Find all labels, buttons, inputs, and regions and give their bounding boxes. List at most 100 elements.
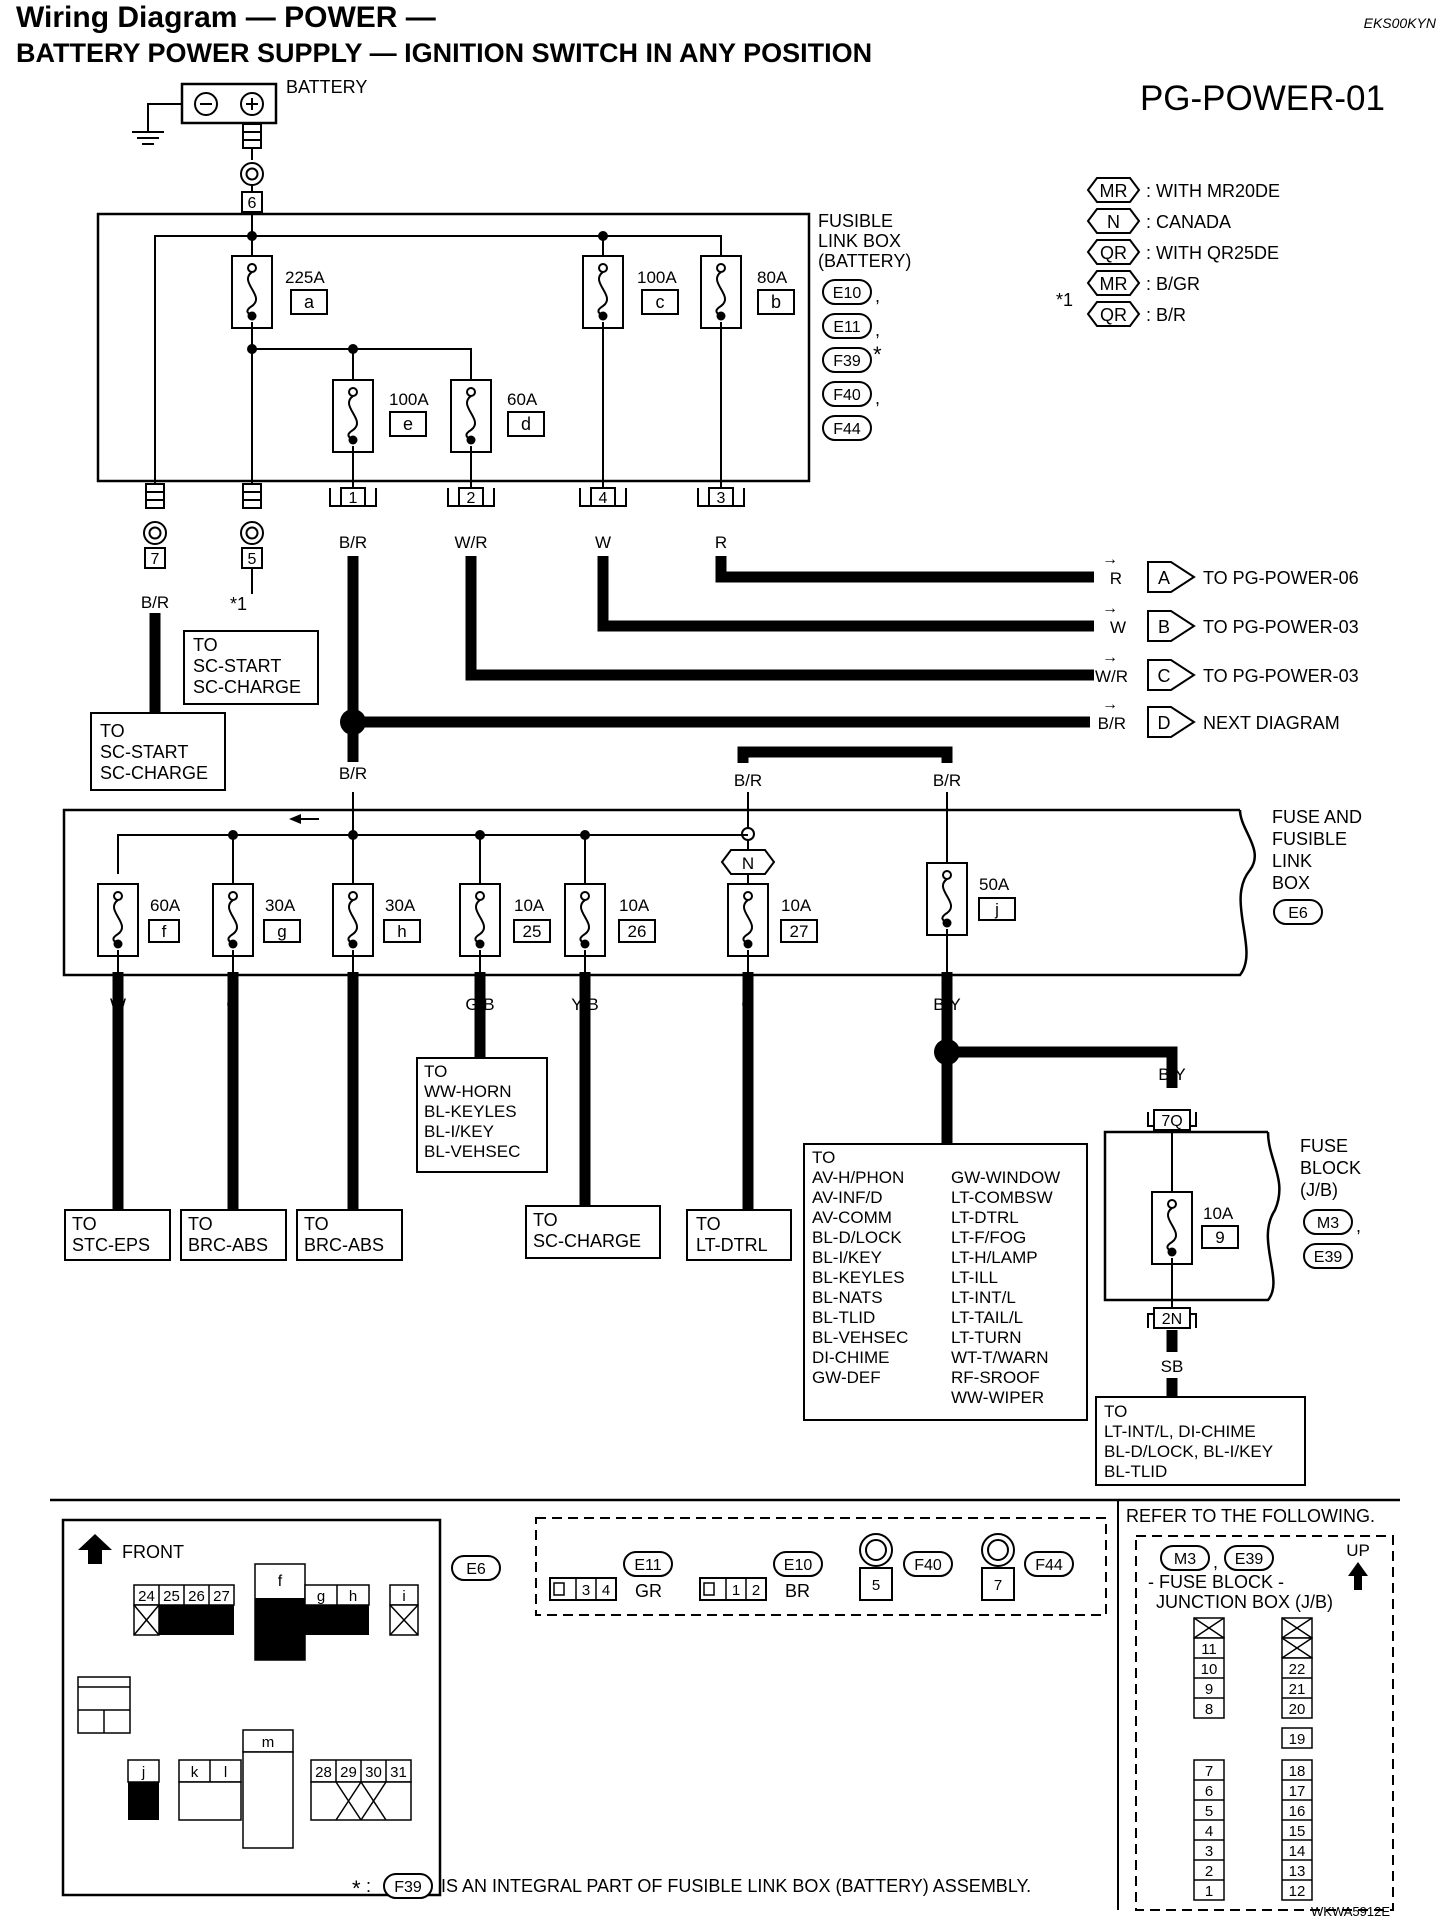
connector-pin: 1 [329, 487, 377, 507]
svg-text:W: W [1110, 618, 1126, 637]
svg-text:UP: UP [1346, 1541, 1370, 1560]
svg-text:4: 4 [1205, 1823, 1213, 1840]
svg-text:8: 8 [1205, 1701, 1213, 1718]
page-id: PG-POWER-01 [1140, 79, 1385, 118]
svg-text:C: C [1158, 666, 1171, 686]
fuse: 30A g [212, 883, 301, 957]
connector-tag: E39 [1303, 1243, 1353, 1269]
svg-text:WW-WIPER: WW-WIPER [951, 1388, 1044, 1407]
svg-text:W/R: W/R [1095, 667, 1128, 686]
legend: MR : WITH MR20DE N : CANADA QR : WITH QR… [1056, 177, 1280, 327]
svg-text:TO: TO [812, 1148, 835, 1167]
svg-text:FRONT: FRONT [122, 1542, 184, 1562]
legend-text: : B/R [1146, 305, 1186, 325]
svg-text:h: h [349, 1588, 357, 1605]
svg-text:,: , [875, 320, 880, 340]
svg-text:10: 10 [1201, 1661, 1218, 1678]
svg-text:3: 3 [582, 1582, 590, 1599]
ground-icon [132, 103, 182, 145]
wire-color: G [226, 995, 239, 1014]
svg-text:24: 24 [138, 1588, 155, 1605]
legend-text: : WITH MR20DE [1146, 181, 1280, 201]
svg-text:*: * [873, 342, 882, 367]
svg-text:BLOCK: BLOCK [1300, 1158, 1361, 1178]
svg-text:f: f [162, 922, 167, 941]
svg-text:WW-HORN: WW-HORN [424, 1082, 512, 1101]
fuse: 50A j [926, 862, 1016, 936]
svg-text:BL-TLID: BL-TLID [812, 1308, 875, 1327]
svg-text:3: 3 [1205, 1843, 1213, 1860]
fuse-amp: 80A [757, 268, 788, 287]
wire-color: B/R [339, 764, 367, 783]
svg-text:27: 27 [213, 1588, 230, 1605]
fuse-id: c [656, 292, 665, 312]
svg-text:BL-KEYLES: BL-KEYLES [424, 1102, 517, 1121]
svg-text:19: 19 [1289, 1731, 1306, 1748]
fusible-link-box: 225A a 100A c 80A b 100A e 60 [96, 211, 911, 490]
svg-text:RF-SROOF: RF-SROOF [951, 1368, 1040, 1387]
svg-text:l: l [224, 1764, 227, 1781]
svg-text:j: j [141, 1764, 145, 1781]
svg-text:SC-START: SC-START [193, 656, 281, 676]
svg-text:k: k [191, 1764, 199, 1781]
battery: BATTERY [180, 77, 367, 125]
connector-f40: 5 F40 [859, 1533, 953, 1601]
svg-text:10A: 10A [781, 896, 812, 915]
svg-text:→: → [1102, 600, 1118, 617]
svg-text:BR: BR [785, 1581, 810, 1601]
fuse-amp: 225A [285, 268, 325, 287]
svg-text:GW-DEF: GW-DEF [812, 1368, 881, 1387]
svg-text:BL-TLID: BL-TLID [1104, 1462, 1167, 1481]
legend-item: MR : WITH MR20DE [1086, 177, 1280, 203]
fuse-amp: 100A [637, 268, 677, 287]
svg-text:B: B [1158, 617, 1170, 637]
fuse: 100A c [582, 255, 679, 329]
destination-box: TO LT-DTRL [686, 1209, 792, 1261]
svg-text:E39: E39 [1235, 1551, 1264, 1568]
svg-text:10A: 10A [514, 896, 545, 915]
jb-column-right-bottom: 18 17 16 15 14 13 12 [1281, 1759, 1313, 1901]
wire-color: G [741, 995, 754, 1014]
connector-tag: E6 [1273, 899, 1323, 925]
svg-text:7: 7 [1205, 1763, 1213, 1780]
connector-tag: F39 * [822, 342, 882, 373]
svg-text:4: 4 [599, 490, 608, 507]
svg-text:TO: TO [72, 1214, 97, 1234]
svg-text:28: 28 [315, 1764, 332, 1781]
svg-text:SC-START: SC-START [100, 742, 188, 762]
svg-text:10A: 10A [1203, 1204, 1234, 1223]
svg-text:2: 2 [1205, 1863, 1213, 1880]
svg-text:BL-D/LOCK: BL-D/LOCK [812, 1228, 902, 1247]
connector-views: E11 3 4 GR E10 1 2 BR 5 F40 [535, 1517, 1107, 1616]
svg-text:17: 17 [1289, 1783, 1306, 1800]
svg-text:LT-TAIL/L: LT-TAIL/L [951, 1308, 1023, 1327]
legend-code: N [1107, 212, 1120, 232]
svg-text:BOX: BOX [1272, 873, 1310, 893]
wire-color: W/R [454, 533, 487, 552]
fuse-amp: 60A [507, 390, 538, 409]
svg-text:GW-WINDOW: GW-WINDOW [951, 1168, 1060, 1187]
fusible-link-box-title: LINK BOX [818, 231, 901, 251]
connector-tag: E6 [451, 1555, 501, 1581]
jb-column-right-top: 22 21 20 19 [1281, 1617, 1313, 1749]
svg-text:5: 5 [872, 1577, 880, 1594]
svg-text:SC-CHARGE: SC-CHARGE [193, 677, 301, 697]
svg-text:FUSE AND: FUSE AND [1272, 807, 1362, 827]
connector-f44: 7 F44 [981, 1533, 1074, 1601]
svg-text:GR: GR [635, 1581, 662, 1601]
fuse: 225A a [231, 255, 328, 329]
stud-label: 7 [151, 551, 160, 568]
star-note: *1 [230, 594, 247, 614]
fusible-link-box-title: FUSIBLE [818, 211, 893, 231]
svg-text:TO: TO [1104, 1402, 1127, 1421]
svg-text:JUNCTION BOX (J/B): JUNCTION BOX (J/B) [1156, 1592, 1333, 1612]
connector-pin: 2 [447, 487, 495, 507]
svg-text:11: 11 [1201, 1641, 1217, 1658]
destination-box: TO SC-START SC-CHARGE [90, 712, 226, 791]
wire-color: G/B [465, 995, 494, 1014]
svg-text:2: 2 [467, 490, 476, 507]
svg-text::: : [366, 1876, 371, 1896]
fuse: 60A f [97, 883, 181, 957]
svg-text:27: 27 [790, 922, 809, 941]
svg-text:BRC-ABS: BRC-ABS [304, 1235, 384, 1255]
